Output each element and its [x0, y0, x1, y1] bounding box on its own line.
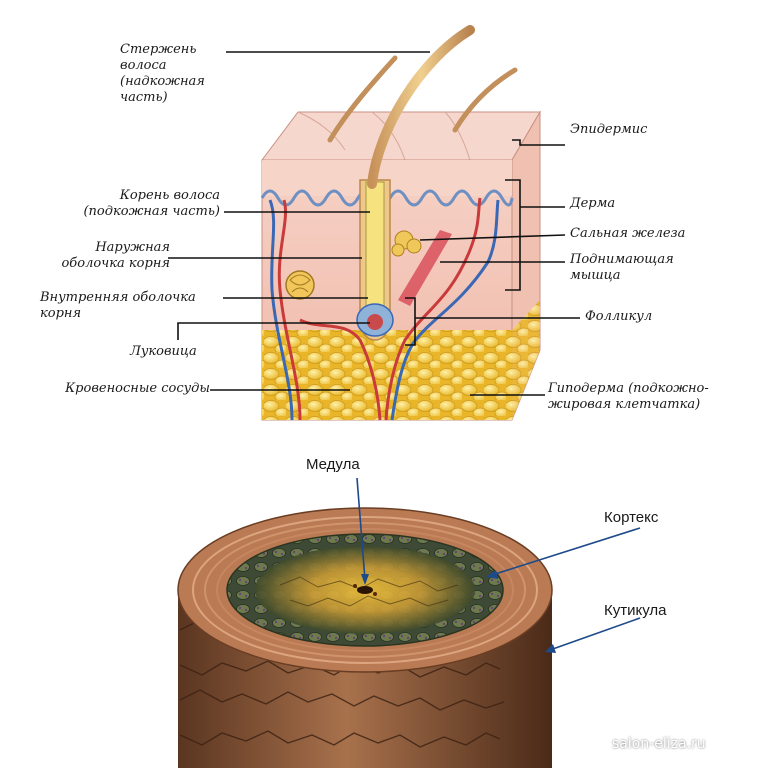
skin-block [260, 110, 541, 421]
hair-cross-section [177, 507, 553, 768]
watermark: salon-eliza.ru [612, 736, 706, 752]
label-cortex: Кортекс [604, 509, 659, 526]
label-inner-root-sheath: Внутренняя оболочка корня [40, 290, 196, 321]
label-blood-vessels: Кровеносные сосуды [65, 381, 210, 396]
hair-shafts [327, 25, 518, 189]
skin-leader-lines [168, 51, 580, 396]
hair-leader-lines [356, 477, 641, 653]
label-hair-root: Корень волоса (подкожная часть) [83, 188, 220, 219]
sweat-gland-shape [285, 270, 315, 300]
label-epidermis: Эпидермис [570, 122, 648, 137]
label-hair-shaft: Стержень волоса (надкожная часть) [120, 42, 205, 105]
label-dermis: Дерма [570, 196, 616, 211]
label-follicle: Фолликул [585, 309, 653, 324]
label-hypodermis: Гиподерма (подкожно- жировая клетчатка) [548, 381, 709, 412]
label-medulla: Медула [306, 456, 360, 473]
label-sebaceous-gland: Сальная железа [570, 226, 686, 241]
label-bulb: Луковица [130, 344, 197, 359]
sebaceous-gland-shape [391, 230, 422, 257]
label-cuticle: Кутикула [604, 602, 667, 619]
label-outer-root-sheath: Наружная оболочка корня [61, 240, 170, 271]
label-arrector-muscle: Поднимающая мышца [570, 252, 674, 283]
